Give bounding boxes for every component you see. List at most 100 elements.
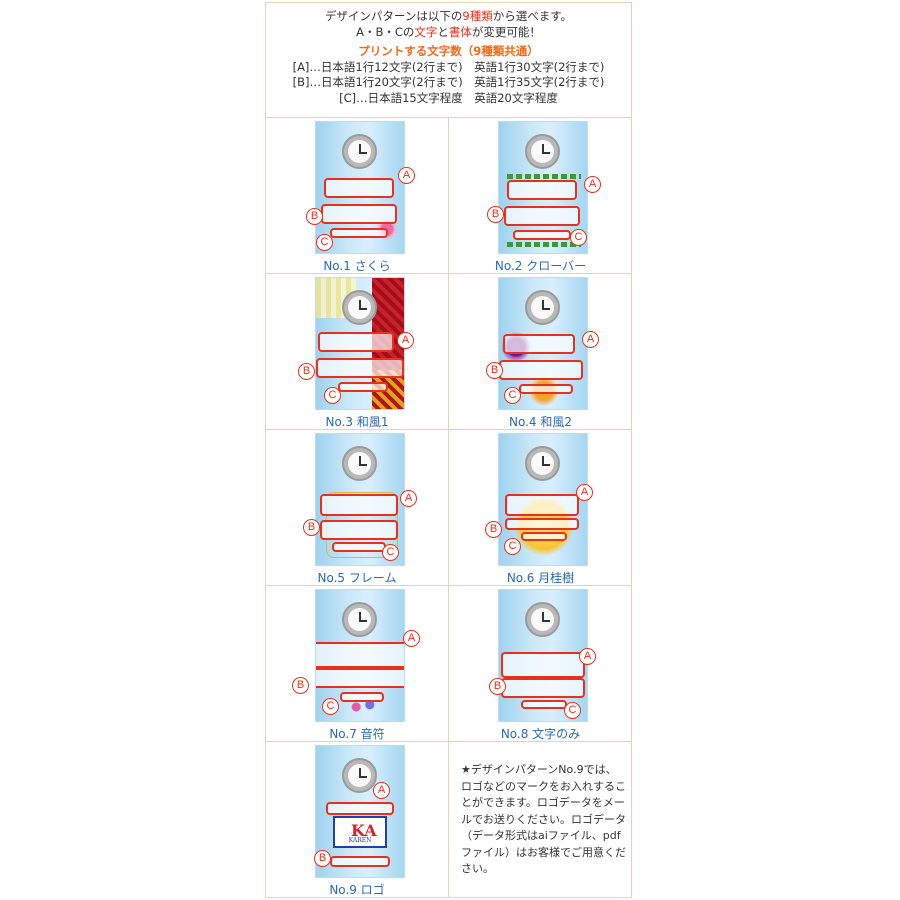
text-area-b (499, 360, 583, 380)
char-count-row-b: [B]…日本語1行20文字(2行まで) 英語1行35文字(2行まで) (292, 75, 605, 89)
text-area-a (507, 180, 577, 200)
design-caption: No.4 和風2 (508, 415, 572, 429)
marker-b: B (303, 519, 320, 536)
text-area-b (316, 668, 404, 688)
clock-icon (342, 290, 377, 325)
char-count-row-a: [A]…日本語1行12文字(2行まで) 英語1行30文字(2行まで) (292, 59, 605, 74)
text-area-b (501, 678, 585, 698)
header: デザインパターンは以下の9種類から選べます。 A・B・Cの文字と書体が変更可能！… (266, 3, 631, 118)
clock-icon (525, 290, 560, 325)
text-area-b (316, 358, 404, 378)
clock-icon (525, 446, 560, 481)
text-area-a (326, 802, 394, 815)
design-cell-2: A B C No.2 クローバー (449, 118, 632, 274)
design-preview-5 (315, 433, 405, 566)
text-area-c (338, 382, 388, 392)
clock-icon (342, 758, 377, 793)
header-line-2-post: が変更可能！ (471, 24, 541, 39)
design-cell-8: A B C No.8 文字のみ (449, 586, 632, 742)
logo-note: ★デザインパターンNo.9では、ロゴなどのマークをお入れすることができます。ロゴ… (461, 763, 626, 875)
design-cell-9: KA KAREN A B No.9 ロゴ (266, 742, 449, 898)
design-caption: No.8 文字のみ (500, 727, 581, 741)
text-area-c (340, 692, 384, 702)
header-line-1: デザインパターンは以下の9種類から選べます。 (266, 9, 631, 25)
marker-c: C (570, 229, 587, 246)
clover-leaf-icon (507, 242, 581, 247)
clock-icon (342, 602, 377, 637)
text-area-c (521, 532, 567, 541)
marker-a: A (579, 648, 596, 665)
marker-b: B (489, 678, 506, 695)
marker-b: B (298, 363, 315, 380)
design-cell-6: A B C No.6 月桂樹 (449, 430, 632, 586)
marker-b: B (292, 677, 309, 694)
marker-c: C (322, 698, 339, 715)
header-line-1-emphasis: 9種類 (462, 9, 493, 23)
design-caption: No.2 クローバー (494, 259, 587, 273)
header-line-2-emphasis-1: 文字 (414, 24, 438, 39)
note-cell: ★デザインパターンNo.9では、ロゴなどのマークをお入れすることができます。ロゴ… (449, 742, 632, 898)
design-caption: No.1 さくら (323, 259, 391, 273)
marker-b: B (306, 208, 323, 225)
clock-icon (525, 602, 560, 637)
text-area-b (504, 206, 580, 226)
marker-b: B (485, 521, 502, 538)
text-area-a (501, 652, 585, 678)
clock-icon (342, 134, 377, 169)
design-cell-7: A B C No.7 音符 (266, 586, 449, 742)
design-preview-1 (315, 121, 405, 254)
marker-a: A (576, 484, 593, 501)
marker-a: A (403, 630, 420, 647)
header-line-2: A・B・Cの文字と書体が変更可能！ (266, 25, 631, 41)
marker-a: A (397, 332, 414, 349)
clover-leaf-icon (507, 174, 581, 179)
design-cell-4: A B C No.4 和風2 (449, 274, 632, 430)
marker-a: A (584, 176, 601, 193)
design-caption: No.9 ロゴ (329, 883, 385, 897)
text-area-a (505, 494, 579, 516)
marker-a: A (398, 167, 415, 184)
marker-b: B (314, 850, 331, 867)
marker-a: A (400, 490, 417, 507)
design-preview-8 (498, 589, 588, 722)
text-area-c (332, 542, 386, 552)
marker-c: C (316, 234, 333, 251)
design-preview-9: KA KAREN (315, 745, 405, 878)
marker-c: C (504, 387, 521, 404)
design-cell-3: A B C No.3 和風1 (266, 274, 449, 430)
text-area-a (316, 642, 404, 668)
text-area-b (320, 520, 398, 540)
clock-icon (525, 134, 560, 169)
clock-icon (342, 446, 377, 481)
text-area-b (321, 204, 397, 224)
text-area-c (519, 384, 573, 394)
design-pattern-panel: デザインパターンは以下の9種類から選べます。 A・B・Cの文字と書体が変更可能！… (265, 2, 632, 898)
design-caption: No.3 和風1 (325, 415, 389, 429)
design-caption: No.7 音符 (329, 727, 385, 741)
marker-b: B (486, 362, 503, 379)
design-cell-1: A B C No.1 さくら (266, 118, 449, 274)
header-line-1-post: から選べます。 (492, 9, 573, 23)
marker-c: C (504, 538, 521, 555)
design-caption: No.6 月桂樹 (506, 571, 575, 585)
text-area-c (521, 700, 567, 709)
text-area-a (324, 178, 394, 198)
logo-placeholder: KA KAREN (333, 816, 387, 848)
logo-mark-icon: KA (351, 821, 377, 840)
design-caption: No.5 フレーム (317, 571, 397, 585)
header-line-2-mid: と (437, 24, 449, 39)
text-area-a (318, 332, 394, 352)
text-area-c (330, 228, 388, 238)
marker-a: A (373, 782, 390, 799)
header-line-1-pre: デザインパターンは以下の (324, 9, 463, 23)
text-area-a (503, 334, 575, 354)
marker-c: C (324, 387, 341, 404)
marker-c: C (564, 702, 581, 719)
text-area-b (330, 856, 390, 867)
design-preview-6 (498, 433, 588, 566)
marker-b: B (487, 206, 504, 223)
marker-c: C (382, 544, 399, 561)
logo-text: KAREN (348, 837, 372, 844)
text-area-b (505, 518, 579, 530)
char-count-heading: プリントする文字数（9種類共通） (358, 44, 539, 58)
